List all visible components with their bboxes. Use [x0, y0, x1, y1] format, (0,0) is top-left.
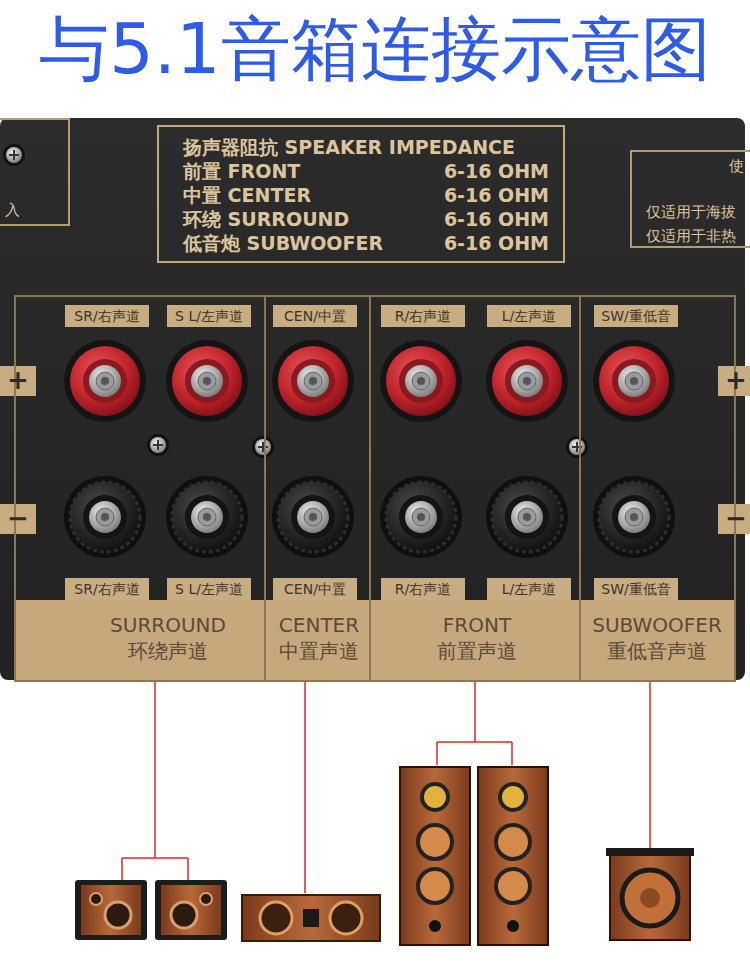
panel-screw [566, 436, 588, 458]
spec-text: 6-16 OHM [444, 231, 549, 255]
label-text: 仅适用于非热 [646, 226, 736, 246]
polarity-tag: − [718, 504, 750, 534]
red-terminal [272, 340, 354, 422]
section-label: 前置声道 [437, 639, 517, 663]
label-text: SW/重低音 [599, 578, 673, 600]
label-text: CEN/中置 [278, 578, 352, 600]
terminal-label: L/左声道 [487, 578, 571, 600]
section-label: 中置声道 [279, 639, 359, 663]
terminal-label: R/右声道 [381, 305, 465, 327]
black-terminal [380, 476, 462, 558]
center-speaker [242, 895, 380, 941]
black-terminal [486, 476, 568, 558]
red-terminal [593, 340, 675, 422]
section-label: SUBWOOFER [592, 613, 722, 637]
spec-text: 前置 FRONT [183, 159, 383, 183]
section-label: 环绕声道 [128, 639, 208, 663]
red-terminal [166, 340, 248, 422]
spec-text: 6-16 OHM [444, 183, 549, 207]
label-text: CEN/中置 [278, 305, 352, 327]
section-label: CENTER [279, 613, 359, 637]
terminal-label: CEN/中置 [273, 578, 357, 600]
label-text: + [0, 366, 36, 394]
spec-text: 中置 CENTER [183, 183, 383, 207]
spec-text: 6-16 OHM [444, 207, 549, 231]
channel-section: SUBWOOFER重低音声道SW/重低音SW/重低音 [579, 295, 736, 682]
label-text: S L/左声道 [172, 305, 246, 327]
front-speaker [478, 767, 548, 945]
label-text: 仅适用于海拔 [646, 202, 736, 222]
section-band: SURROUND环绕声道 [16, 600, 264, 680]
label-text: R/右声道 [386, 305, 460, 327]
terminal-label: SW/重低音 [594, 578, 678, 600]
front-wire [437, 682, 512, 765]
notice-panel: 使仅适用于海拔仅适用于非热 [630, 150, 750, 248]
polarity-tag: + [0, 366, 36, 396]
surround-wire [122, 682, 188, 880]
label-text: 入 [5, 200, 20, 220]
black-terminal [593, 476, 675, 558]
red-terminal [64, 340, 146, 422]
label-text: SW/重低音 [599, 305, 673, 327]
label-text: L/左声道 [492, 305, 566, 327]
leader-lines [122, 682, 650, 893]
surround-speaker [155, 880, 227, 940]
section-band: FRONT前置声道 [371, 600, 579, 680]
black-terminal [64, 476, 146, 558]
section-band: SUBWOOFER重低音声道 [581, 600, 734, 680]
surround-speaker [75, 880, 147, 940]
black-terminal [272, 476, 354, 558]
impedance-box: 扬声器阻抗 SPEAKER IMPEDANCE前置 FRONT 6-16 OHM 中… [157, 125, 565, 263]
subwoofer-wire [649, 682, 651, 850]
label-text: + [718, 366, 750, 394]
spec-text: 低音炮 SUBWOOFER [183, 231, 383, 255]
table-heading: 扬声器阻抗 SPEAKER IMPEDANCE [183, 135, 549, 159]
terminal-label: SW/重低音 [594, 305, 678, 327]
label-text: − [718, 504, 750, 532]
terminal-label: SR/右声道 [65, 578, 149, 600]
terminal-label: R/右声道 [381, 578, 465, 600]
label-text: SR/右声道 [70, 305, 144, 327]
section-label: 重低音声道 [607, 639, 707, 663]
label-text: 使 [729, 156, 744, 176]
channel-section: SURROUND环绕声道SR/右声道S L/左声道SR/右声道S L/左声道 [14, 295, 266, 682]
terminal-label: L/左声道 [487, 305, 571, 327]
channel-section: CENTER中置声道CEN/中置CEN/中置 [264, 295, 371, 682]
panel-screw [147, 434, 169, 456]
terminal-label: SR/右声道 [65, 305, 149, 327]
label-text: S L/左声道 [172, 578, 246, 600]
title-text: 与5.1音箱连接示意图 [0, 14, 750, 84]
black-terminal [166, 476, 248, 558]
section-label: SURROUND [110, 613, 226, 637]
subwoofer-speaker [606, 848, 694, 940]
polarity-tag: − [0, 504, 36, 534]
label-text: SR/右声道 [70, 578, 144, 600]
amplifier-panel [0, 118, 745, 680]
input-panel: 入 [0, 118, 70, 226]
spec-text: 环绕 SURROUND [183, 207, 383, 231]
front-speaker [400, 767, 470, 945]
panel-screw [3, 144, 25, 166]
polarity-tag: + [718, 366, 750, 396]
section-band: CENTER中置声道 [266, 600, 369, 680]
label-text: R/右声道 [386, 578, 460, 600]
terminal-label: S L/左声道 [167, 305, 251, 327]
panel-screw [252, 436, 274, 458]
red-terminal [486, 340, 568, 422]
section-label: FRONT [443, 613, 511, 637]
channel-section: FRONT前置声道R/右声道L/左声道R/右声道L/左声道 [369, 295, 581, 682]
center-wire [304, 682, 306, 893]
label-text: L/左声道 [492, 578, 566, 600]
terminal-label: S L/左声道 [167, 578, 251, 600]
spec-text: 6-16 OHM [444, 159, 549, 183]
label-text: − [0, 504, 36, 532]
red-terminal [380, 340, 462, 422]
terminal-label: CEN/中置 [273, 305, 357, 327]
